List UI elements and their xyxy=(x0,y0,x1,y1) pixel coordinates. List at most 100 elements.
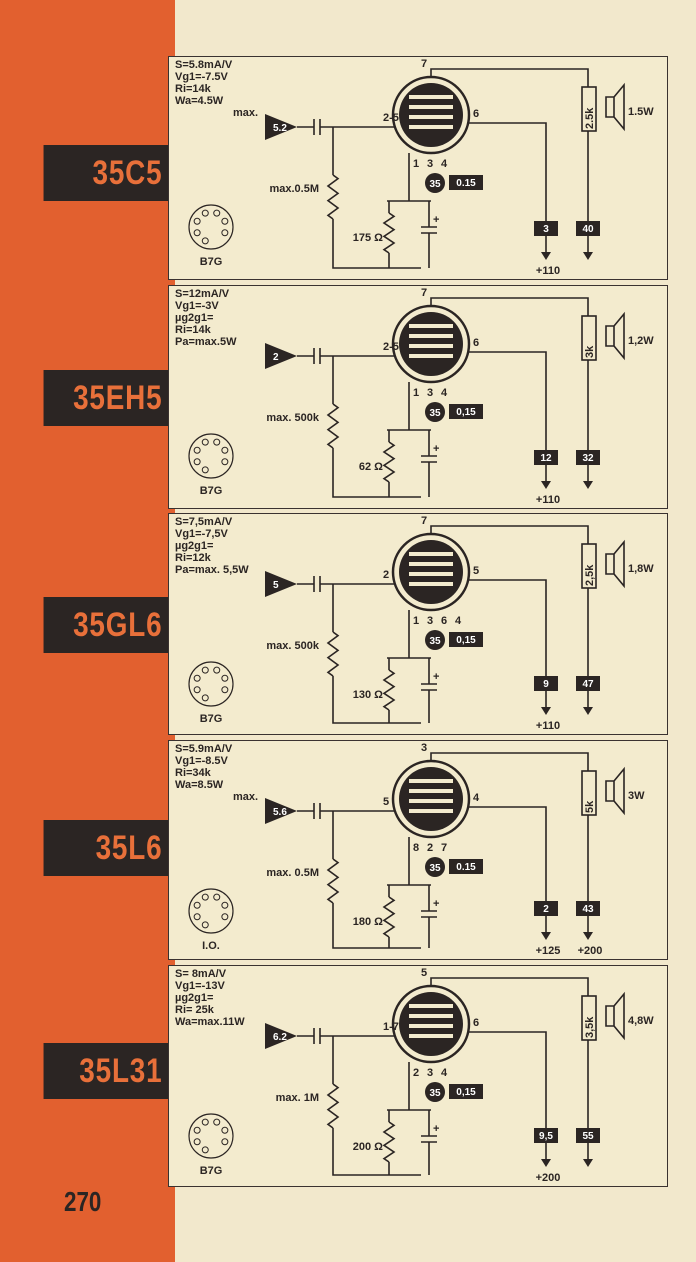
cathode-resistor xyxy=(382,896,396,938)
driver-value: 5.2 xyxy=(273,123,287,134)
heater-badge xyxy=(425,857,445,877)
current-box xyxy=(534,221,558,236)
spec-line: max. xyxy=(233,791,259,803)
grid-pin: 5 xyxy=(383,796,389,808)
cathode-wire xyxy=(387,837,431,886)
bottom-pin: 7 xyxy=(441,842,447,854)
spec-line: Wa=max.11W xyxy=(175,1016,245,1028)
current-value: 32 xyxy=(582,453,594,464)
cathode-capacitor xyxy=(421,201,437,268)
spec-line: Vg1=-3V xyxy=(175,300,219,312)
capacitor-polarity: + xyxy=(433,443,439,455)
bottom-pin: 1 xyxy=(413,387,419,399)
base-pin xyxy=(193,1126,201,1134)
coupling-capacitor xyxy=(297,576,407,592)
current-value: 9,5 xyxy=(539,1131,553,1142)
spec-line: Wa=4.5W xyxy=(175,95,224,107)
output-transformer xyxy=(581,770,597,816)
grid-electrode xyxy=(409,1014,453,1018)
grid-electrode xyxy=(409,1024,453,1028)
bottom-pin: 3 xyxy=(427,158,433,170)
cathode-wire xyxy=(387,1062,431,1111)
driver-triangle xyxy=(265,798,297,824)
bottom-pin: 4 xyxy=(441,387,448,399)
plate-wire xyxy=(469,579,547,691)
heater-current: 0.15 xyxy=(456,178,476,189)
grid-electrode xyxy=(409,1034,453,1038)
cathode-wire xyxy=(387,610,431,659)
base-pin xyxy=(201,666,209,674)
wires xyxy=(297,525,625,724)
spec-line: Vg1=-7,5V xyxy=(175,528,228,540)
current-box xyxy=(576,450,600,465)
cathode-wire xyxy=(387,382,431,431)
current-value: 43 xyxy=(582,904,594,915)
spec-line: S=12mA/V xyxy=(175,288,230,300)
tube-label-35eh5: 35EH5 xyxy=(43,370,169,426)
base-type: B7G xyxy=(200,713,223,725)
bottom-pin: 2 xyxy=(413,1067,419,1079)
bottom-pin: 4 xyxy=(441,1067,448,1079)
screen-pin: 7 xyxy=(421,58,427,70)
base-pin xyxy=(221,1138,229,1146)
plate-pin: 6 xyxy=(473,108,479,120)
base-pin xyxy=(193,674,201,682)
base-outline xyxy=(188,888,234,934)
base-pin xyxy=(213,666,221,674)
spec-line: Wa=8.5W xyxy=(175,779,224,791)
base-pin xyxy=(193,446,201,454)
cathode-capacitor xyxy=(421,885,437,948)
base-pin xyxy=(221,458,229,466)
heater-badge xyxy=(425,630,445,650)
output-power: 1,2W xyxy=(628,335,654,347)
bottom-pin: 3 xyxy=(427,1067,433,1079)
speaker-impedance: 2,5k xyxy=(584,564,596,586)
grid-resistor xyxy=(326,584,421,724)
plate-pin: 4 xyxy=(473,792,480,804)
base-pin xyxy=(221,446,229,454)
spec-line: Ri=34k xyxy=(175,767,211,779)
base-pin xyxy=(201,893,209,901)
output-power: 1,8W xyxy=(628,563,654,575)
base-pin xyxy=(193,229,201,237)
base-type: B7G xyxy=(200,485,223,497)
grid-pin: 2 xyxy=(383,569,389,581)
supply-voltage: +110 xyxy=(536,265,560,277)
plate-wire xyxy=(469,806,547,916)
screen-wire xyxy=(430,68,589,236)
spec-line: S= 8mA/V xyxy=(175,968,227,980)
grid-electrode xyxy=(409,799,453,803)
current-box xyxy=(576,1128,600,1143)
base-pin xyxy=(221,901,229,909)
screen-pin: 7 xyxy=(421,287,427,299)
grid-electrode xyxy=(409,324,453,328)
heater-current-box xyxy=(449,632,483,647)
driver-value: 6.2 xyxy=(273,1032,287,1043)
supply-voltage: +200 xyxy=(536,1172,561,1184)
spec-line: µg2g1= xyxy=(175,312,214,324)
supply-voltage: +110 xyxy=(536,720,560,732)
cathode-resistor xyxy=(382,1121,396,1163)
plate-wire xyxy=(469,122,547,236)
arrow-down-icon xyxy=(541,252,551,260)
base-type: I.O. xyxy=(202,940,220,952)
grid-pin: 1-7 xyxy=(383,1021,399,1033)
grid-resistor-label: max. 1M xyxy=(276,1092,319,1104)
cathode-wire xyxy=(387,153,431,202)
base-outline xyxy=(188,204,234,250)
grid-electrode xyxy=(409,1004,453,1008)
plate-wire xyxy=(469,351,547,465)
arrow-down-icon xyxy=(583,932,593,940)
cathode-capacitor xyxy=(421,1110,437,1175)
arrow-down-icon xyxy=(583,252,593,260)
cathode-capacitor xyxy=(421,430,437,497)
heater-current-box xyxy=(449,1084,483,1099)
spec-line: S=7,5mA/V xyxy=(175,516,233,528)
heater-current: 0,15 xyxy=(456,1087,476,1098)
